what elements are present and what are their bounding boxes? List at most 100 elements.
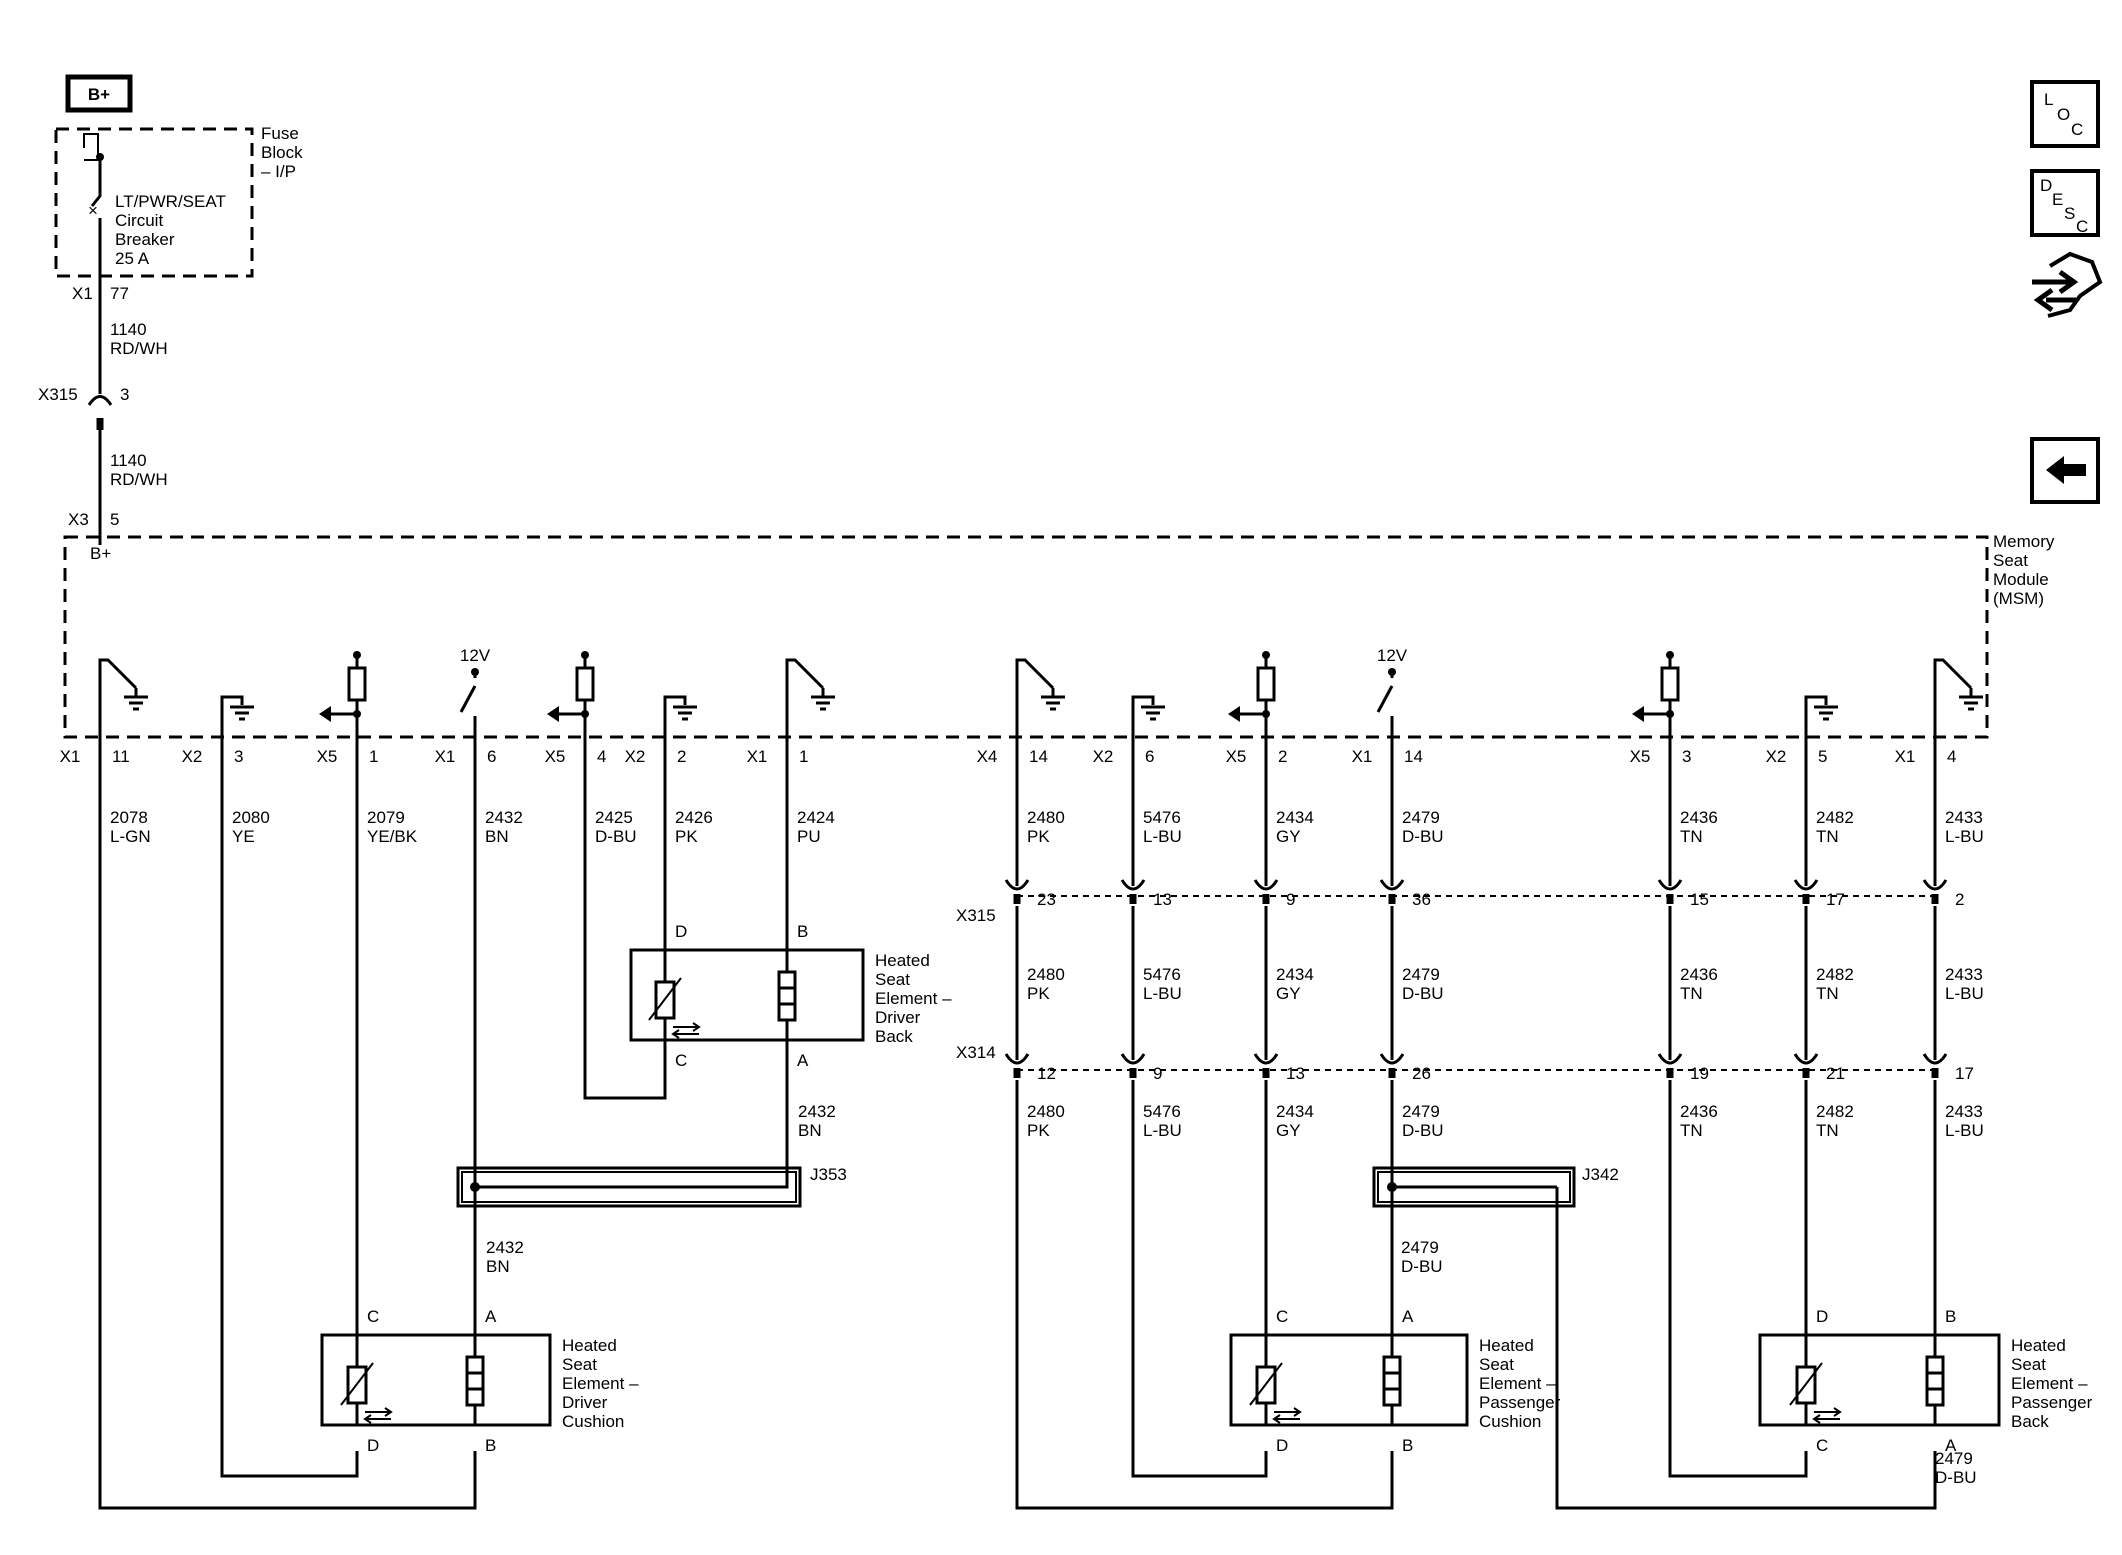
- temperature-arrows-icon: [1272, 1407, 1302, 1424]
- component-name-line: Element –: [1479, 1374, 1556, 1393]
- component-name-line: Seat: [2011, 1355, 2046, 1374]
- wire-2436: [1668, 1090, 1808, 1478]
- desc-letter-4: C: [2076, 217, 2088, 236]
- description-button[interactable]: D E S C: [2030, 169, 2100, 237]
- wire-circuit: 2480: [1027, 808, 1065, 827]
- component-name-line: Element –: [562, 1374, 639, 1393]
- supply-node: [1388, 668, 1396, 676]
- x315-receptacle-icon: [1004, 879, 1030, 891]
- component-pin: D: [1276, 1436, 1288, 1455]
- connector-end-view-button[interactable]: [2032, 251, 2103, 318]
- wire-color: PK: [1027, 1121, 1050, 1140]
- x315-receptacle-icon: [1120, 879, 1146, 891]
- wire-color: D-BU: [1402, 827, 1444, 846]
- supply-node: [471, 668, 479, 676]
- wire-circuit: 2433: [1945, 808, 1983, 827]
- component-name-line: Cushion: [1479, 1412, 1541, 1431]
- location-button[interactable]: L O C: [2030, 80, 2100, 148]
- x314-pin: 26: [1412, 1064, 1431, 1083]
- splice-j342: [1372, 1166, 1576, 1208]
- x315-pin: 23: [1037, 890, 1056, 909]
- fuse-block: Fuse Block – I/P × LT/PWR/SEAT Circuit B…: [54, 124, 303, 278]
- back-button[interactable]: [2030, 437, 2100, 504]
- pin-number: 6: [1145, 747, 1154, 766]
- component-pin: D: [1816, 1307, 1828, 1326]
- pullup-resistor-icon: [347, 666, 367, 702]
- component-pin: A: [797, 1051, 809, 1070]
- component-pin: C: [1816, 1436, 1828, 1455]
- breaker-rating: 25 A: [115, 249, 150, 268]
- pin-connector: X1: [60, 747, 81, 766]
- module-entry-pin: 5: [110, 510, 119, 529]
- breaker-name-1: LT/PWR/SEAT: [115, 192, 226, 211]
- fuse-block-title-1: Fuse: [261, 124, 299, 143]
- temperature-arrows-icon: [671, 1022, 701, 1039]
- wire-color: GY: [1276, 1121, 1301, 1140]
- component-pin: D: [367, 1436, 379, 1455]
- internal-switch: [785, 658, 825, 737]
- internal-ground-path: [220, 695, 244, 737]
- x314-pin: 9: [1153, 1064, 1162, 1083]
- component-name-line: Heated: [1479, 1336, 1534, 1355]
- internal-ground-path: [1131, 695, 1155, 737]
- pin-connector: X5: [545, 747, 566, 766]
- module-entry-label: B+: [90, 544, 111, 563]
- wire-circuit: 2479: [1402, 965, 1440, 984]
- pin-connector: X1: [747, 747, 768, 766]
- wire-color: PK: [1027, 984, 1050, 1003]
- x315-receptacle-icon: [1922, 879, 1948, 891]
- component-pin: B: [1402, 1436, 1413, 1455]
- pullup-node: [581, 651, 589, 659]
- pin-connector: X5: [317, 747, 338, 766]
- pin-number: 11: [112, 747, 130, 766]
- j342-out-color: D-BU: [1401, 1257, 1443, 1276]
- internal-ground-path: [1804, 695, 1828, 737]
- wire-circuit: 2426: [675, 808, 713, 827]
- component-pin: B: [1945, 1307, 1956, 1326]
- wire-color: L-BU: [1143, 827, 1182, 846]
- module-title-4: (MSM): [1993, 589, 2044, 608]
- wire-circuit: 2480: [1027, 965, 1065, 984]
- pin-connector: X1: [1895, 747, 1916, 766]
- x315-pin: 17: [1826, 890, 1845, 909]
- component-name-line: Seat: [562, 1355, 597, 1374]
- feed-wire-a-circuit: 1140: [110, 320, 147, 339]
- module-entry-connector: X3: [68, 510, 89, 529]
- wire-circuit: 2480: [1027, 1102, 1065, 1121]
- wire-2078: [98, 737, 477, 1510]
- pin-number: 1: [369, 747, 378, 766]
- x314-receptacle-icon: [1253, 1053, 1279, 1065]
- j342-out-circuit: 2479: [1401, 1238, 1439, 1257]
- wire-color: TN: [1680, 1121, 1703, 1140]
- wire-circuit: 5476: [1143, 965, 1181, 984]
- wire-color: L-BU: [1945, 1121, 1984, 1140]
- feed-wire-b-circuit: 1140: [110, 451, 147, 470]
- wire-color: YE: [232, 827, 255, 846]
- pin-number: 3: [234, 747, 243, 766]
- x314-receptacle-icon: [1004, 1053, 1030, 1065]
- pin-number: 3: [1682, 747, 1691, 766]
- fuse-pin: 77: [110, 284, 129, 303]
- splice-node: [1387, 1182, 1397, 1192]
- j353-in-circuit: 2432: [798, 1102, 836, 1121]
- component-pin: A: [1945, 1436, 1957, 1455]
- module-title-2: Seat: [1993, 551, 2028, 570]
- pullup-resistor-icon: [575, 666, 595, 702]
- desc-letter-3: S: [2064, 204, 2075, 223]
- wire-2432-return: [475, 1040, 789, 1189]
- component-name-line: Heated: [2011, 1336, 2066, 1355]
- wire-circuit: 2436: [1680, 965, 1718, 984]
- x315-pin: 15: [1690, 890, 1709, 909]
- wire-color: TN: [1680, 984, 1703, 1003]
- component-pin: B: [485, 1436, 496, 1455]
- j353-in-color: BN: [798, 1121, 822, 1140]
- heater-element-icon: [465, 1355, 485, 1407]
- module-title-3: Module: [1993, 570, 2049, 589]
- internal-switch: [1376, 685, 1394, 737]
- desc-letter-2: E: [2052, 190, 2063, 209]
- component-pin: B: [797, 922, 808, 941]
